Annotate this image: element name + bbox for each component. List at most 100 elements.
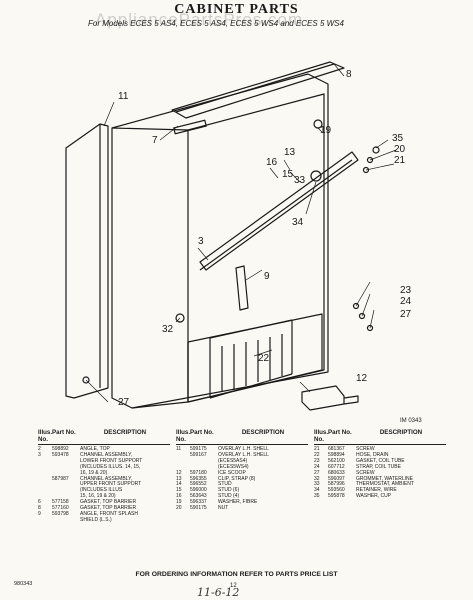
callout-15: 16 <box>266 157 278 168</box>
description: STUD (6) <box>218 487 240 494</box>
illus-no: 21 <box>314 446 320 452</box>
part-no: 597180 <box>190 469 207 476</box>
callout-13: 13 <box>284 147 296 158</box>
part-no: 577158 <box>52 499 69 506</box>
part-no: 599175 <box>190 446 207 452</box>
part-no: 593560 <box>328 487 345 494</box>
callout-12: 12 <box>356 373 368 384</box>
part-no: 598892 <box>52 446 69 452</box>
figure-code: IM 0343 <box>400 418 422 424</box>
description: NUT <box>218 505 229 512</box>
gasket-strip <box>173 119 207 135</box>
screw-21 <box>82 376 90 384</box>
illus-no: 27 <box>314 469 320 476</box>
cabinet-shell <box>111 73 329 409</box>
description: OVERLAY L.H. SHELL (ECES5AS4) (ECES5WS4) <box>218 451 269 470</box>
description: THERMOSTAT, AMBIENT <box>356 481 414 488</box>
description: ANGLE, FRONT SPLASH SHIELD (L.S.) <box>80 510 138 523</box>
table-header: Illus. No.Part No.DESCRIPTION <box>38 429 170 445</box>
callout-9: 9 <box>264 271 270 282</box>
header-description: DESCRIPTION <box>379 429 423 436</box>
part-no: 607712 <box>328 463 345 470</box>
screw-24 <box>358 312 366 320</box>
callout-8: 8 <box>346 69 352 80</box>
callout-35: 35 <box>392 133 404 144</box>
illus-no: 22 <box>314 451 320 458</box>
illus-no: 2 <box>38 446 41 452</box>
callout-20: 21 <box>394 155 406 166</box>
illus-no <box>38 477 52 501</box>
cabinet-exploded-diagram <box>65 61 397 411</box>
header-illus-no: Illus. No. <box>38 429 53 443</box>
callout-23: 23 <box>400 285 412 296</box>
grommet-32 <box>175 313 185 323</box>
description: WASHER, FIBRE <box>218 499 258 506</box>
callout-33: 33 <box>294 175 306 186</box>
part-no: 680633 <box>328 469 345 476</box>
washer-19 <box>366 156 374 164</box>
description: WASHER, CUP <box>356 493 392 500</box>
callout-22: 22 <box>258 353 270 364</box>
header-illus-no: Illus. No. <box>314 429 329 443</box>
part-no: 596552 <box>190 481 207 488</box>
description: CHANNEL ASSEMBLY, UPPER FRONT SUPPORT (I… <box>80 475 142 500</box>
model-subtitle: For Models ECES 5 AS4, ECES 5 AS4, ECES … <box>88 19 344 28</box>
illus-no: 19 <box>176 499 182 506</box>
left-overlay-panel <box>65 123 109 399</box>
description: GASKET, TOP BARRIER <box>80 505 137 512</box>
part-no: 587996 <box>328 481 345 488</box>
illus-no: 32 <box>314 475 320 482</box>
ordering-notice: FOR ORDERING INFORMATION REFER TO PARTS … <box>135 571 338 578</box>
description: STUD <box>218 481 232 488</box>
part-no: 681367 <box>328 446 345 452</box>
screw-27 <box>366 324 374 332</box>
splash-shield <box>235 265 249 311</box>
illus-no: 14 <box>176 481 182 488</box>
callout-19: 20 <box>394 144 406 155</box>
header-part-no: Part No. <box>328 429 352 436</box>
thermostat-33 <box>310 170 322 182</box>
table-row: 14 596552 STUD <box>176 482 308 488</box>
cabinet-front-opening <box>187 93 325 403</box>
header-part-no: Part No. <box>52 429 76 436</box>
callout-34: 34 <box>292 217 304 228</box>
description: SCREW <box>356 469 375 476</box>
part-no: 596355 <box>190 475 207 482</box>
illus-no: 12 <box>176 469 182 476</box>
page-title: CABINET PARTS <box>174 2 299 17</box>
illus-no: 9 <box>38 510 41 517</box>
nut-35 <box>372 146 380 154</box>
description: GASKET, TOP BARRIER <box>80 499 137 506</box>
watermark: AppliancePartsPros.com <box>95 10 304 29</box>
part-no: 595878 <box>328 493 345 500</box>
illus-no: 3 <box>38 451 41 458</box>
description: ICE SCOOP <box>218 469 246 476</box>
callout-11: 11 <box>118 91 129 102</box>
table-header: Illus. No.Part No. DESCRIPTION <box>314 429 446 445</box>
callout-6: 3 <box>198 236 204 247</box>
description: GROMMET, WATERLINE <box>356 475 413 482</box>
illus-no: 24 <box>314 463 320 470</box>
lower-compartment <box>187 313 323 403</box>
callout-32: 32 <box>162 324 174 335</box>
description: RETAINER, WIRE <box>356 487 397 494</box>
description: OVERLAY L.H. SHELL <box>218 446 269 452</box>
illus-no: 20 <box>176 505 182 512</box>
